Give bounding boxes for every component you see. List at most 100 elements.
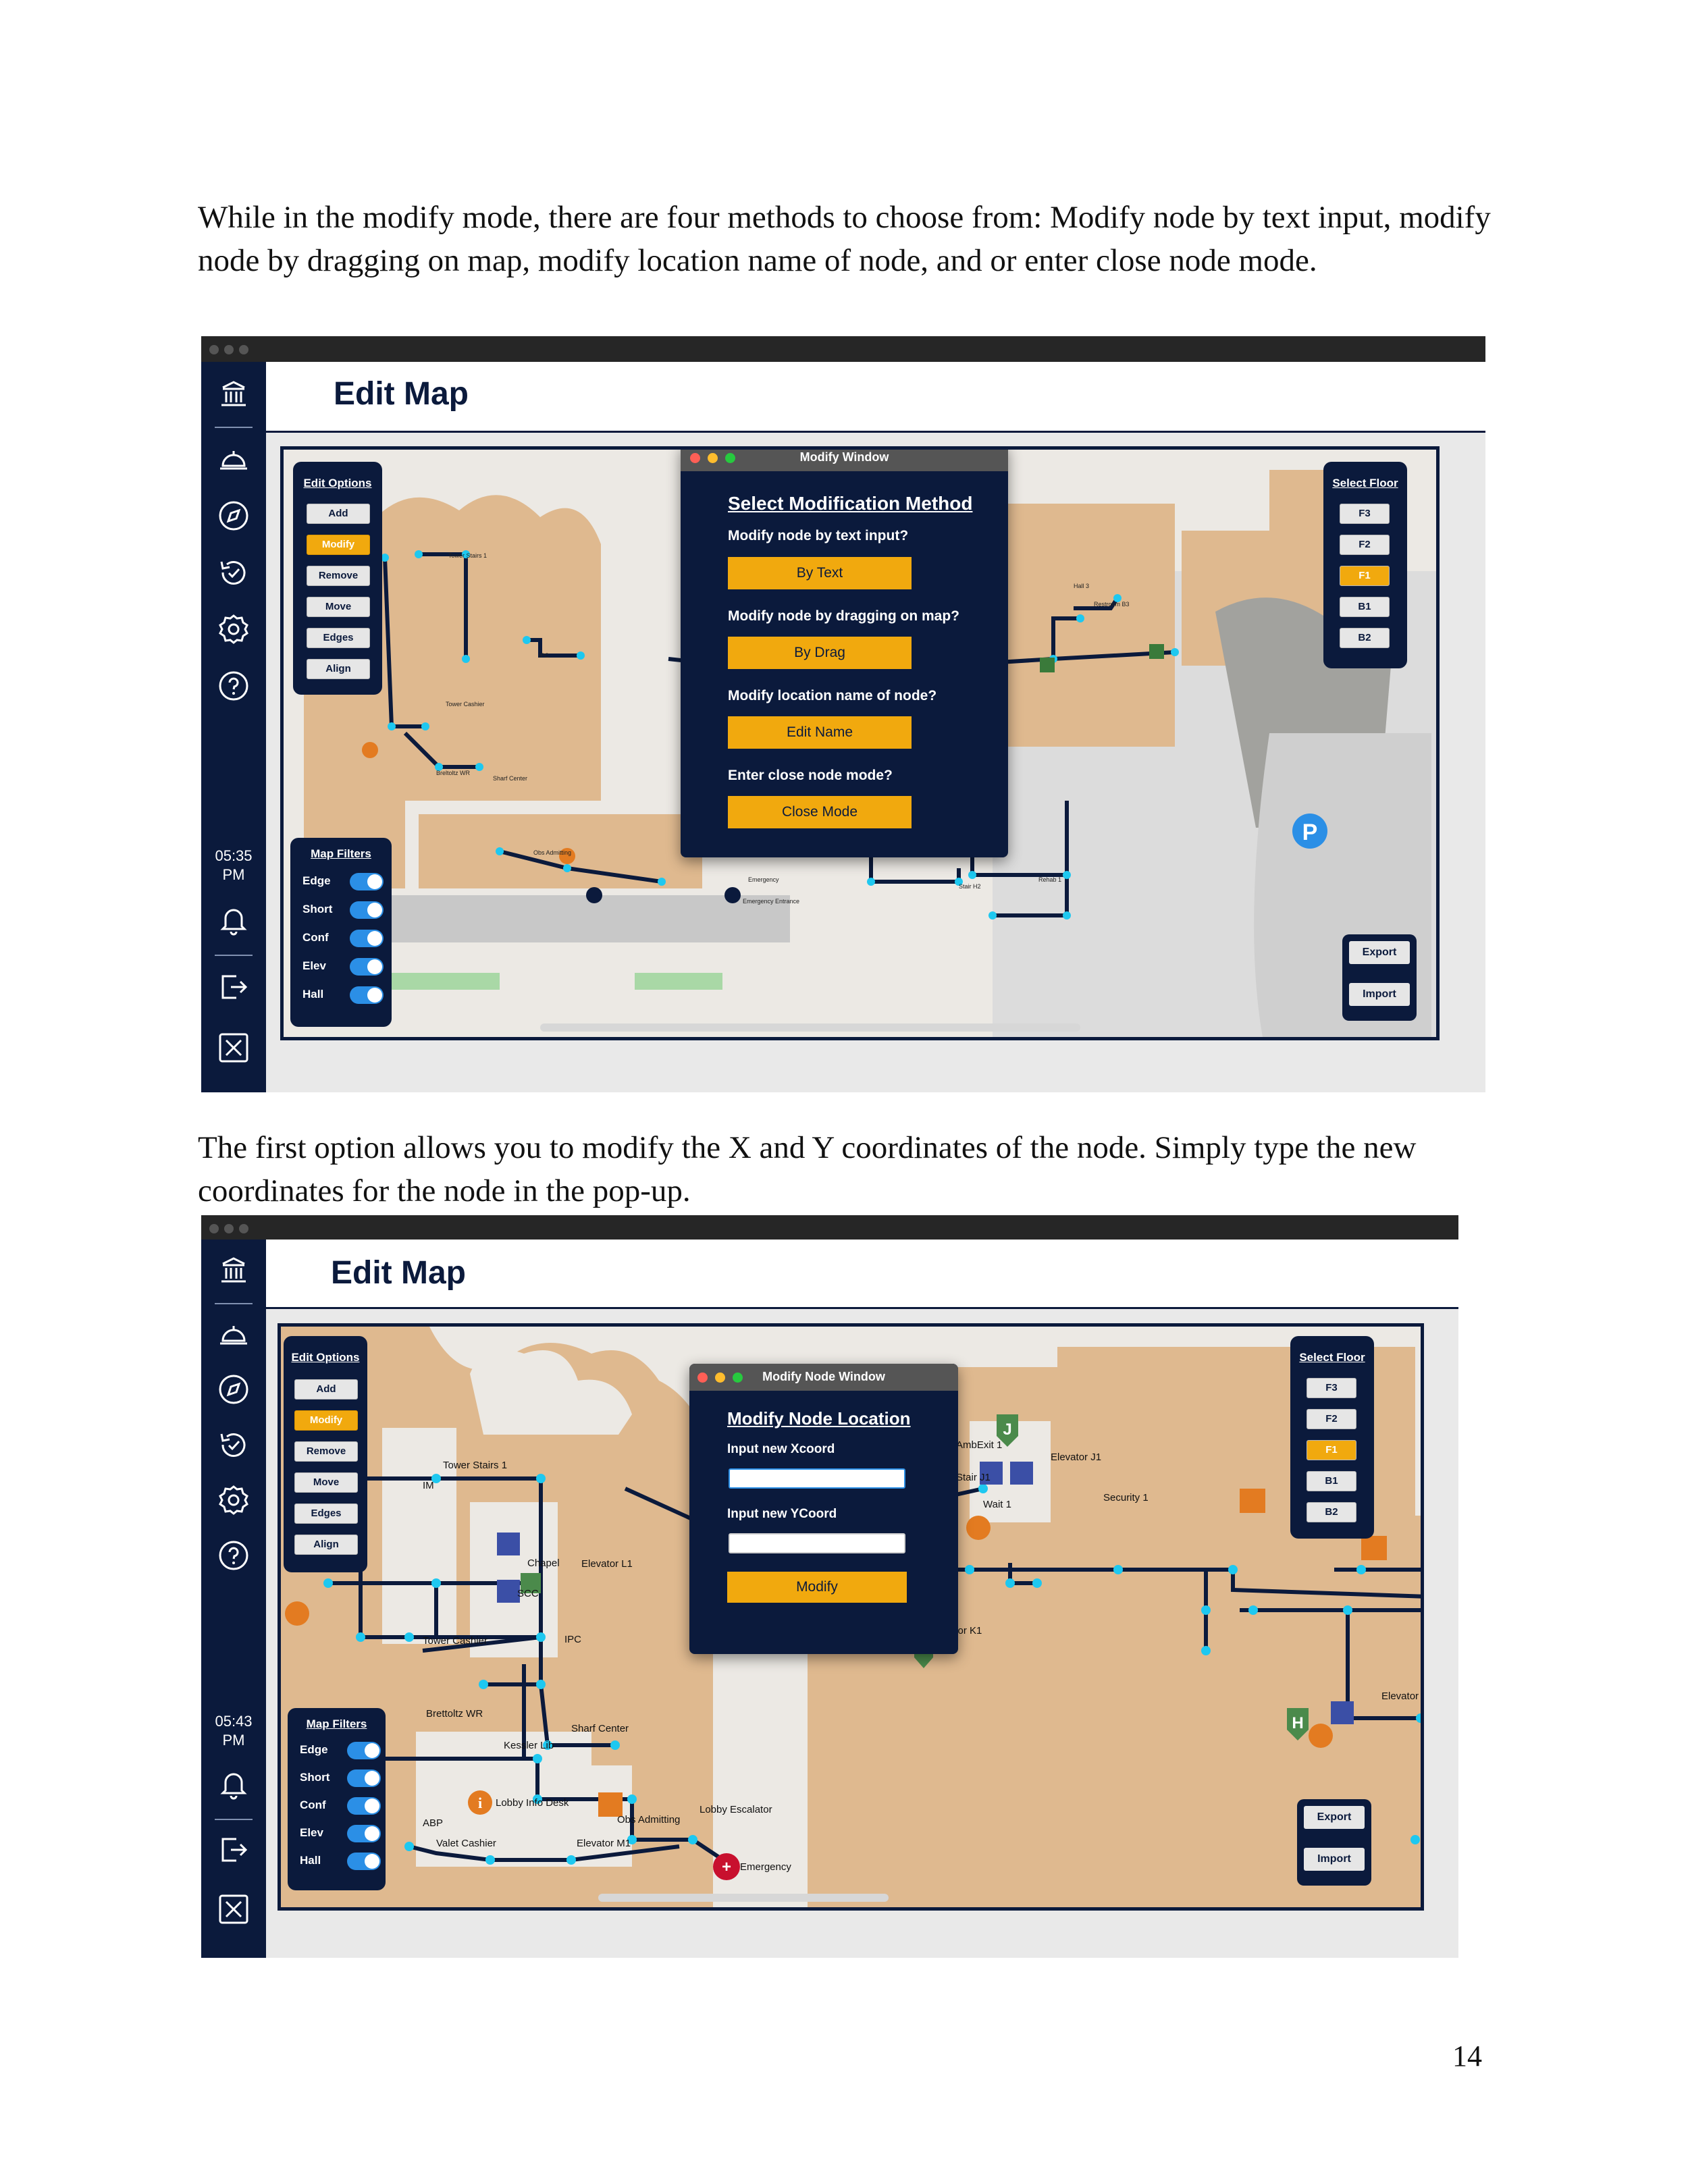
edges-button[interactable]: Edges xyxy=(307,628,370,648)
align-button[interactable]: Align xyxy=(294,1535,358,1555)
close-window-icon[interactable] xyxy=(690,453,700,463)
add-button[interactable]: Add xyxy=(294,1379,358,1400)
select-floor-title: Select Floor xyxy=(1332,477,1398,489)
minimize-window-icon[interactable] xyxy=(715,1373,725,1383)
svg-text:Valet Cashier: Valet Cashier xyxy=(436,1838,496,1849)
notification-bell-icon[interactable] xyxy=(216,902,251,937)
logout-icon[interactable] xyxy=(216,969,251,1005)
filter-hall[interactable]: Hall xyxy=(302,985,384,1005)
svg-text:Elevator L1: Elevator L1 xyxy=(581,1558,633,1570)
filter-elev[interactable]: Elev xyxy=(300,1823,381,1844)
floor-b1-button[interactable]: B1 xyxy=(1340,597,1390,617)
edit-options-title: Edit Options xyxy=(303,477,372,489)
close-app-icon[interactable] xyxy=(216,1030,251,1065)
xcoord-input[interactable] xyxy=(729,1468,905,1489)
ycoord-input[interactable] xyxy=(729,1533,905,1553)
svg-text:AmbExit 1: AmbExit 1 xyxy=(956,1439,1002,1451)
align-button[interactable]: Align xyxy=(307,659,370,679)
conf-toggle[interactable] xyxy=(347,1797,381,1815)
svg-text:Obs Admitting: Obs Admitting xyxy=(533,849,571,856)
move-button[interactable]: Move xyxy=(307,597,370,617)
close-mode-button[interactable]: Close Mode xyxy=(728,796,912,828)
service-bell-icon[interactable] xyxy=(216,442,251,477)
filter-hall[interactable]: Hall xyxy=(300,1851,381,1871)
add-button[interactable]: Add xyxy=(307,504,370,524)
svg-text:Sharf Center: Sharf Center xyxy=(571,1723,629,1734)
filter-edge[interactable]: Edge xyxy=(300,1740,381,1761)
short-toggle[interactable] xyxy=(347,1769,381,1787)
remove-button[interactable]: Remove xyxy=(294,1441,358,1462)
import-button[interactable]: Import xyxy=(1304,1848,1365,1871)
filter-elev[interactable]: Elev xyxy=(302,957,384,977)
filter-conf[interactable]: Conf xyxy=(300,1796,381,1816)
select-floor-panel: Select Floor F3 F2 F1 B1 B2 xyxy=(1290,1336,1374,1539)
floor-f1-button[interactable]: F1 xyxy=(1307,1440,1356,1460)
svg-text:Breltoltz WR: Breltoltz WR xyxy=(436,770,471,776)
floor-f3-button[interactable]: F3 xyxy=(1307,1378,1356,1398)
service-bell-icon[interactable] xyxy=(216,1316,251,1352)
compass-icon[interactable] xyxy=(216,1372,251,1407)
minimize-window-icon[interactable] xyxy=(708,453,718,463)
filter-conf[interactable]: Conf xyxy=(302,928,384,949)
by-drag-button[interactable]: By Drag xyxy=(728,637,912,669)
modify-button[interactable]: Modify xyxy=(307,535,370,555)
map-scrollbar-horizontal[interactable] xyxy=(598,1894,889,1902)
gear-icon[interactable] xyxy=(216,1483,251,1518)
map-filters-title: Map Filters xyxy=(311,847,371,860)
map-filters-panel: Map Filters Edge Short Conf Elev Hall xyxy=(290,838,392,1027)
export-button[interactable]: Export xyxy=(1349,941,1410,964)
svg-text:IPC: IPC xyxy=(564,1634,581,1645)
svg-text:Restroom B3: Restroom B3 xyxy=(1094,601,1130,608)
filter-edge[interactable]: Edge xyxy=(302,872,384,892)
floor-f2-button[interactable]: F2 xyxy=(1340,535,1390,555)
conf-toggle[interactable] xyxy=(350,930,384,947)
move-button[interactable]: Move xyxy=(294,1472,358,1493)
floor-b1-button[interactable]: B1 xyxy=(1307,1471,1356,1491)
filter-short[interactable]: Short xyxy=(300,1768,381,1788)
hall-toggle[interactable] xyxy=(350,986,384,1004)
floor-f1-button[interactable]: F1 xyxy=(1340,566,1390,586)
modify-window-title: Modify Window xyxy=(799,450,889,464)
edges-button[interactable]: Edges xyxy=(294,1503,358,1524)
hall-toggle[interactable] xyxy=(347,1853,381,1870)
edge-toggle[interactable] xyxy=(350,873,384,890)
notification-bell-icon[interactable] xyxy=(216,1766,251,1801)
floor-f3-button[interactable]: F3 xyxy=(1340,504,1390,524)
import-button[interactable]: Import xyxy=(1349,983,1410,1006)
elev-toggle[interactable] xyxy=(350,958,384,976)
question-drag: Modify node by dragging on map? xyxy=(728,608,959,624)
edge-toggle[interactable] xyxy=(347,1742,381,1759)
filter-short[interactable]: Short xyxy=(302,900,384,920)
modify-node-window: Modify Node Window Modify Node Location … xyxy=(689,1364,958,1654)
help-icon[interactable] xyxy=(216,668,251,703)
compass-icon[interactable] xyxy=(216,498,251,533)
svg-text:Emergency Entrance: Emergency Entrance xyxy=(743,898,799,905)
zoom-window-icon[interactable] xyxy=(725,453,735,463)
history-check-icon[interactable] xyxy=(216,555,251,590)
remove-button[interactable]: Remove xyxy=(307,566,370,586)
zoom-window-icon[interactable] xyxy=(733,1373,743,1383)
floor-b2-button[interactable]: B2 xyxy=(1340,628,1390,648)
logout-icon[interactable] xyxy=(216,1832,251,1867)
short-toggle[interactable] xyxy=(350,901,384,919)
floor-b2-button[interactable]: B2 xyxy=(1307,1502,1356,1522)
gear-icon[interactable] xyxy=(216,612,251,647)
clock-time: 05:43 xyxy=(215,1713,253,1730)
modify-node-button[interactable]: Modify xyxy=(727,1572,907,1603)
edit-name-button[interactable]: Edit Name xyxy=(728,716,912,749)
map-filters-title: Map Filters xyxy=(306,1717,367,1730)
history-check-icon[interactable] xyxy=(216,1427,251,1462)
help-icon[interactable] xyxy=(216,1538,251,1573)
export-button[interactable]: Export xyxy=(1304,1806,1365,1829)
xcoord-label: Input new Xcoord xyxy=(727,1442,835,1456)
close-window-icon[interactable] xyxy=(697,1373,708,1383)
elev-toggle[interactable] xyxy=(347,1825,381,1842)
map-scrollbar-horizontal[interactable] xyxy=(540,1023,1080,1032)
paragraph-intro: While in the modify mode, there are four… xyxy=(198,200,1491,278)
close-app-icon[interactable] xyxy=(216,1892,251,1927)
modify-button[interactable]: Modify xyxy=(294,1410,358,1431)
by-text-button[interactable]: By Text xyxy=(728,557,912,589)
floor-f2-button[interactable]: F2 xyxy=(1307,1409,1356,1429)
